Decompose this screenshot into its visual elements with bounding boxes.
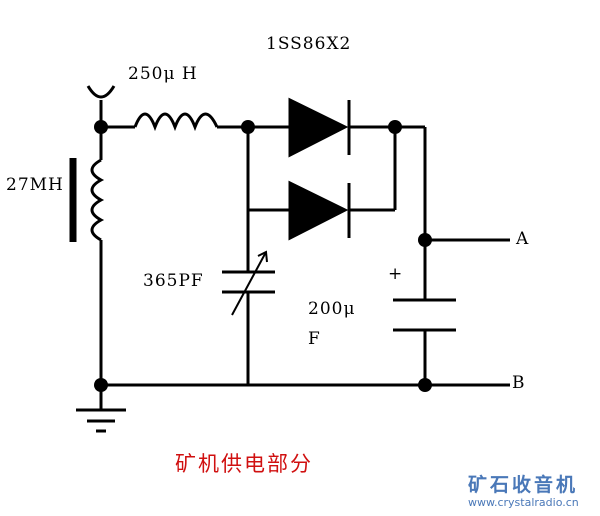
inductor-250uh [133,112,219,132]
ground-icon [76,408,126,433]
cap-unit-label: F [308,329,321,349]
diode-2 [288,180,349,241]
coil-label: 27MH [6,175,64,195]
diode-1 [288,97,349,158]
coil-27mh [90,158,105,242]
junction-dots [94,120,432,392]
var-cap-label: 365PF [143,271,204,291]
inductor-label: 250μ H [128,64,198,84]
antenna-icon [86,85,116,99]
var-cap-arrow [231,251,267,316]
watermark-url: www.crystalradio.cn [468,496,579,509]
terminal-b-label: B [512,373,526,393]
diode-label: 1SS86X2 [266,34,352,54]
terminal-a-label: A [516,229,530,249]
polarity-label: + [388,264,404,284]
watermark-title: 矿石收音机 [468,474,579,496]
caption: 矿机供电部分 [175,452,313,476]
cap-value-label: 200μ [308,299,356,319]
